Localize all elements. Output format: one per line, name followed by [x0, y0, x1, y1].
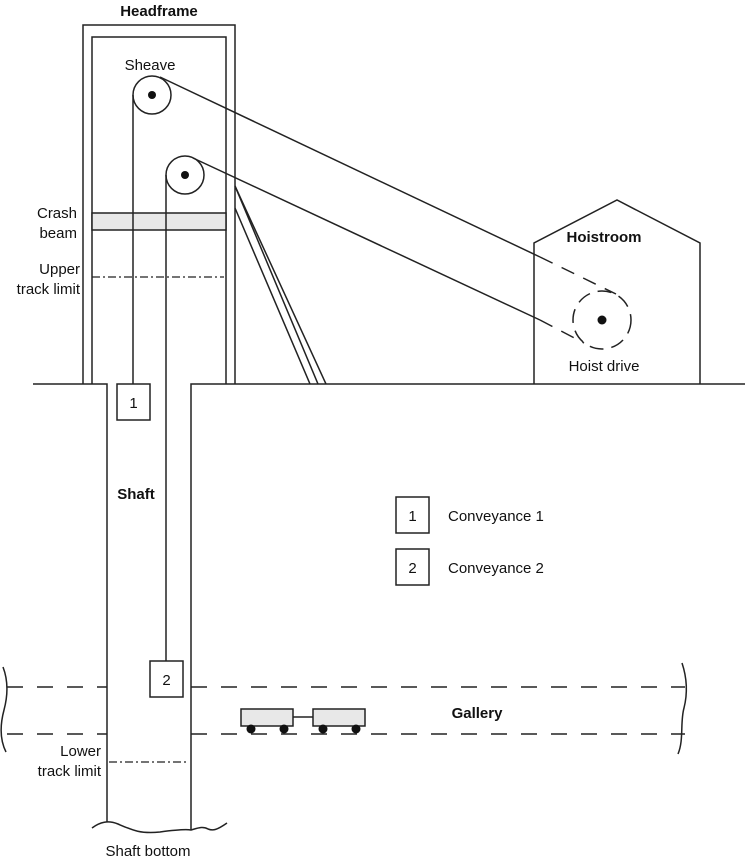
- legend-1-label: Conveyance 1: [448, 508, 544, 525]
- rope-2-hidden: [539, 319, 585, 344]
- rope-1-hidden: [539, 256, 617, 295]
- shaft-bottom-break: [91, 821, 228, 834]
- hoist-drive-axle: [597, 315, 607, 325]
- rope-2-to-hoist: [192, 157, 541, 321]
- hoist-drive-drum: [572, 290, 632, 350]
- ground-right: [190, 383, 745, 830]
- gallery-label: Gallery: [452, 705, 504, 722]
- headframe-brace-a: [234, 185, 319, 385]
- headframe-brace-c: [234, 185, 327, 385]
- upper-track-limit-label-1: Upper: [39, 261, 80, 278]
- legend-item-1: 1 Conveyance 1: [395, 496, 544, 534]
- sheave-2-axle: [181, 171, 189, 179]
- mine-cars: [240, 708, 366, 734]
- wheel: [351, 724, 361, 734]
- wheel: [318, 724, 328, 734]
- legend-item-2: 2 Conveyance 2: [395, 548, 544, 586]
- legend-2-id: 2: [408, 560, 416, 577]
- mine-car-1: [240, 708, 294, 727]
- conveyance-1-id: 1: [129, 395, 137, 412]
- sheave-1: [132, 75, 172, 115]
- sheave-label: Sheave: [125, 57, 176, 74]
- conveyance-2: 2: [149, 660, 184, 698]
- mine-car-2: [312, 708, 366, 727]
- rope-1-to-hoist: [159, 76, 541, 258]
- gallery-break-left: [0, 666, 8, 753]
- crash-beam-label-1: Crash: [37, 205, 77, 222]
- conveyance-1: 1: [116, 383, 151, 421]
- legend-1-id: 1: [408, 508, 416, 525]
- gallery-break-right: [677, 662, 688, 755]
- wheel: [279, 724, 289, 734]
- headframe-inner: [91, 36, 227, 384]
- hoistroom: Hoistroom Hoist drive: [533, 199, 701, 384]
- gallery: Gallery: [0, 662, 688, 755]
- sheave-2: [165, 155, 205, 195]
- legend: 1 Conveyance 1 2 Conveyance 2: [395, 496, 544, 586]
- shaft-label: Shaft: [117, 486, 155, 503]
- headframe-outer: [82, 24, 236, 384]
- hoist-drive-label: Hoist drive: [569, 358, 640, 375]
- lower-track-limit-label-1: Lower: [60, 743, 101, 760]
- headframe: Headframe: [82, 3, 327, 385]
- upper-track-limit-label-2: track limit: [17, 281, 81, 298]
- crash-beam-label-2: beam: [39, 225, 77, 242]
- wheel: [246, 724, 256, 734]
- hoistroom-label: Hoistroom: [567, 229, 642, 246]
- shaft-bottom-label: Shaft bottom: [105, 843, 190, 857]
- ground-left: [33, 383, 108, 822]
- legend-2-label: Conveyance 2: [448, 560, 544, 577]
- headframe-label: Headframe: [120, 3, 198, 20]
- crash-beam: [91, 212, 227, 231]
- headframe-brace-b: [234, 207, 311, 385]
- sheave-1-axle: [148, 91, 156, 99]
- conveyance-2-id: 2: [162, 672, 170, 689]
- lower-track-limit-label-2: track limit: [38, 763, 102, 780]
